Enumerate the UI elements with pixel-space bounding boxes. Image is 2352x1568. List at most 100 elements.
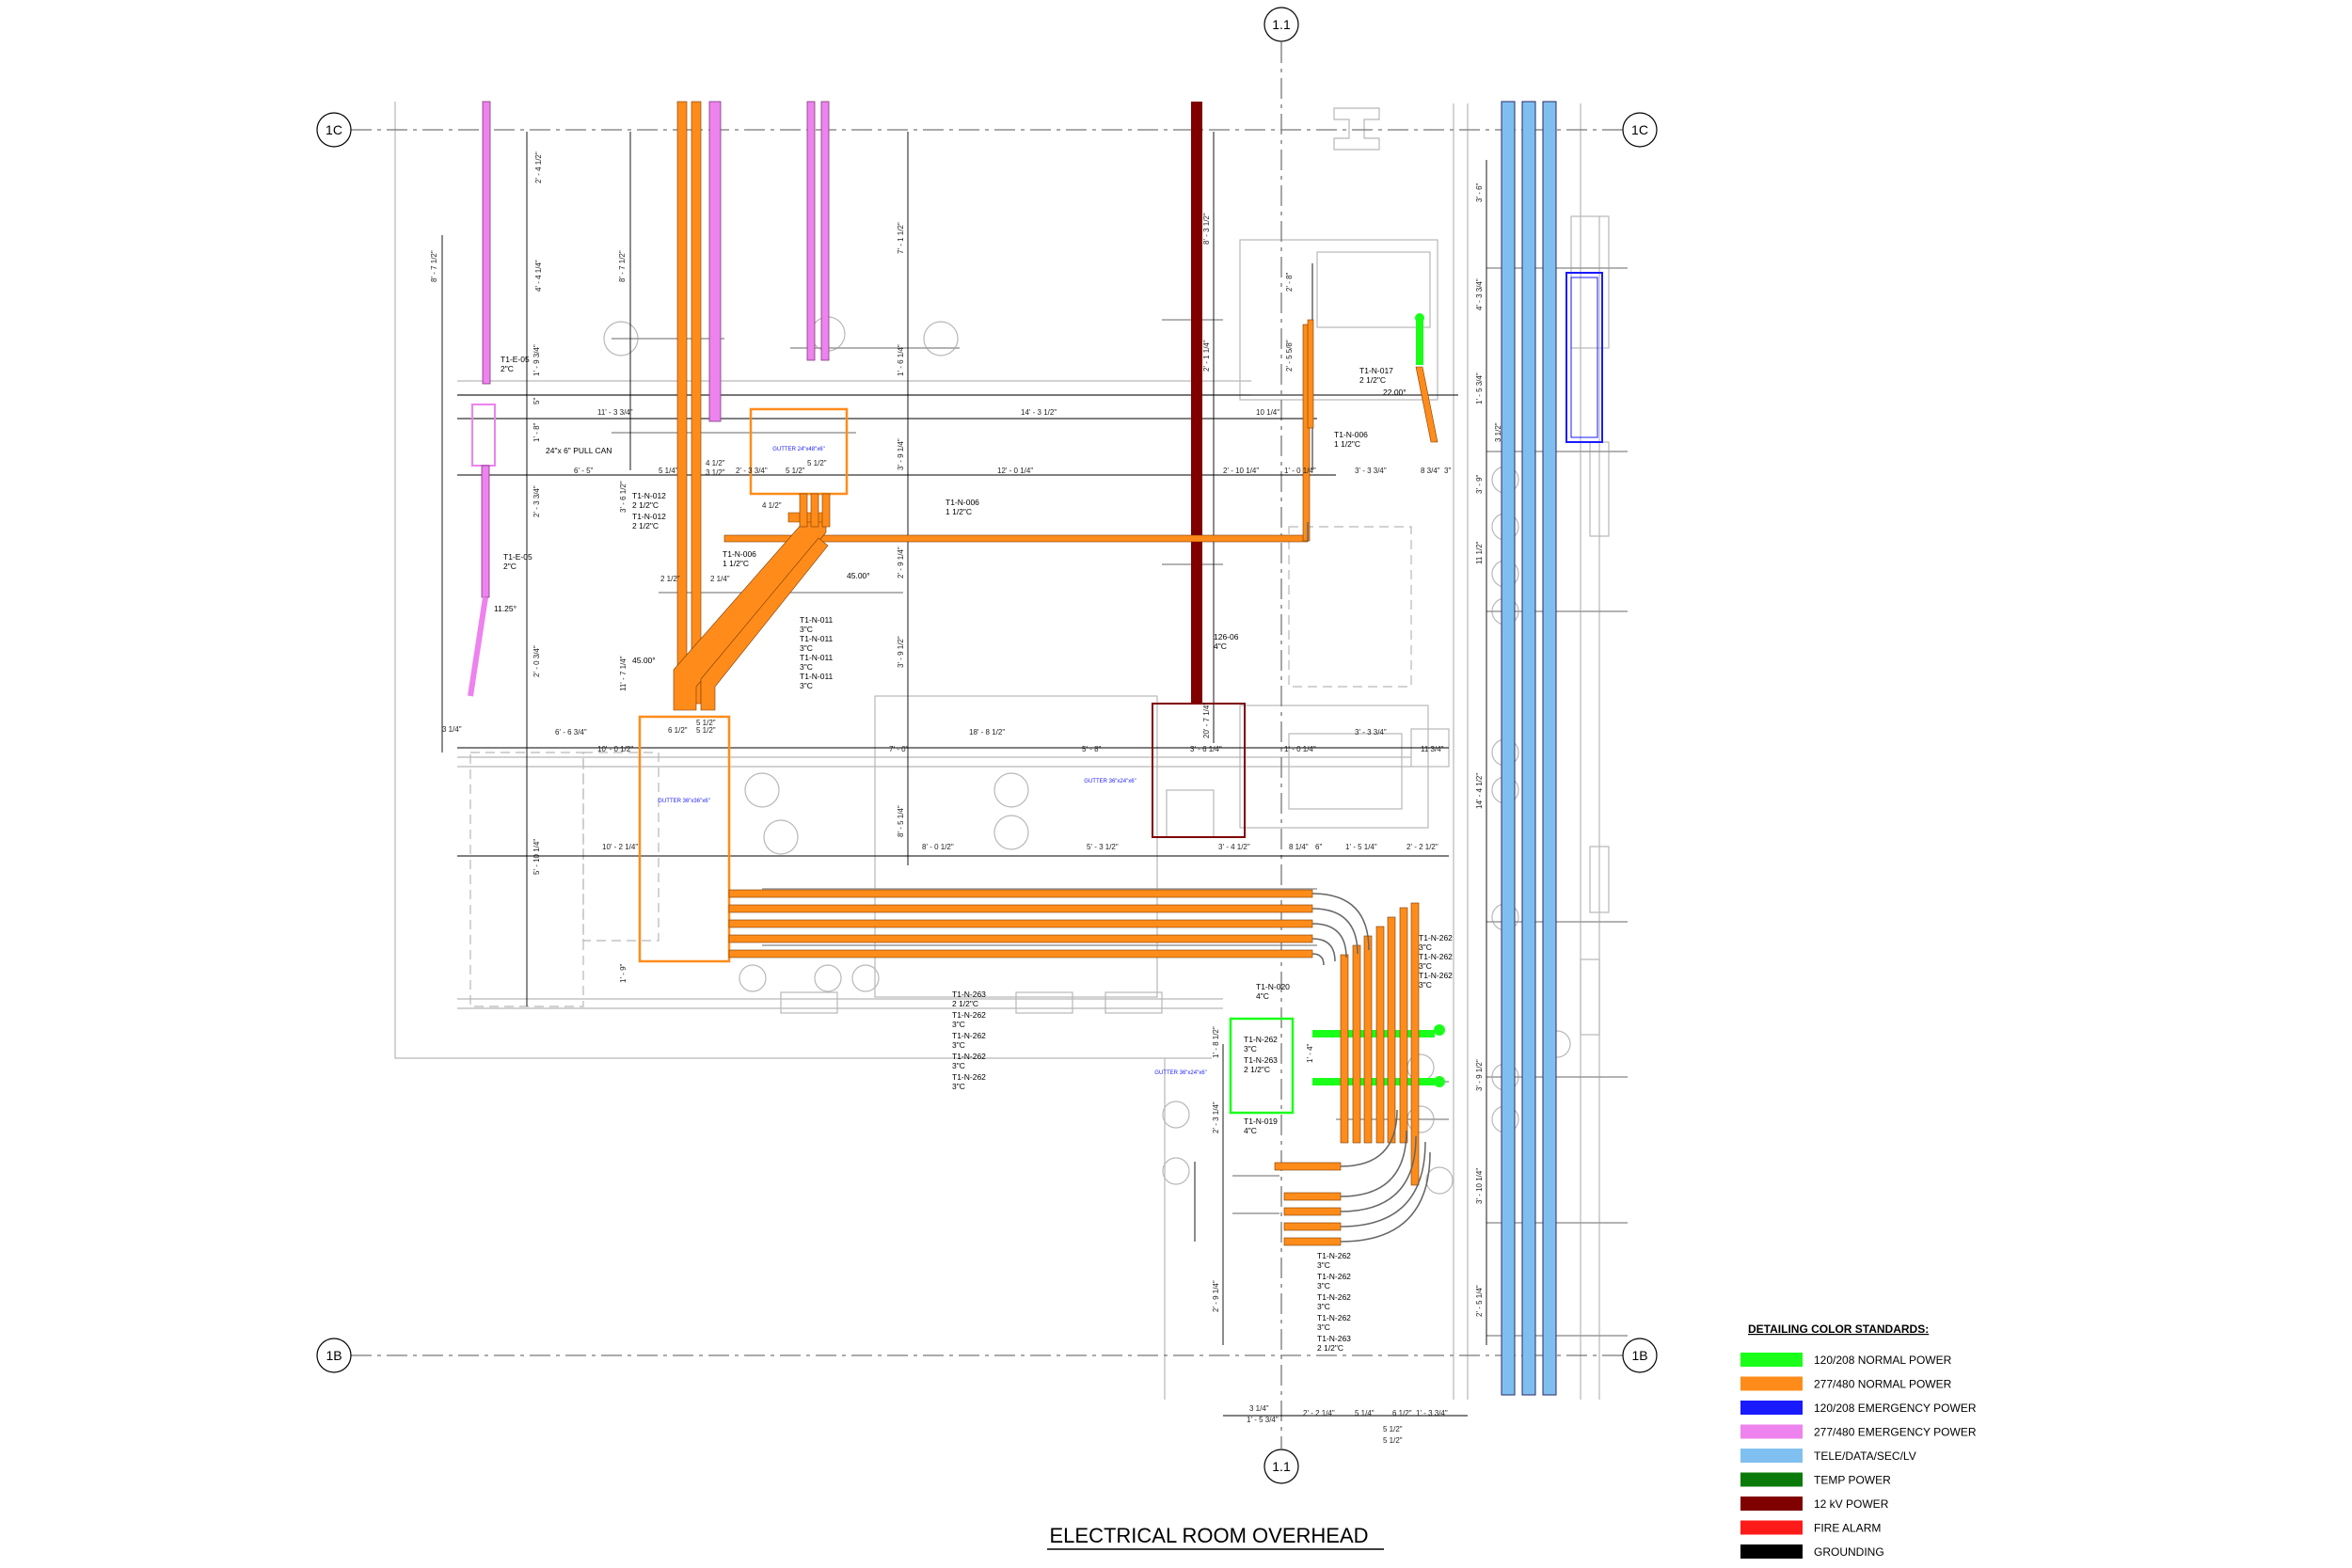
legend-label: FIRE ALARM [1814, 1522, 1881, 1535]
dim-s-2: 4 1/2" [706, 459, 725, 467]
legend-item: 120/208 NORMAL POWER [1740, 1353, 1952, 1367]
tag-bot-7: T1-N-262 [1317, 1313, 1351, 1323]
legend-item: TEMP POWER [1740, 1472, 1891, 1487]
dim-c4-0: 7' - 1 1/2" [897, 222, 905, 254]
tag-pull-can: 24"x 6" PULL CAN [546, 446, 612, 455]
dim-h2-8: 8 3/4" [1421, 467, 1440, 475]
tag-green-2: 3"C [1244, 1044, 1257, 1053]
dim-hb-3: 5 1/4" [1355, 1409, 1375, 1418]
dim-h4-4: 8 1/4" [1289, 843, 1309, 851]
dim-h2-1: 5 1/4" [659, 467, 678, 475]
dim-vl-4: 2' - 3 3/4" [532, 485, 541, 517]
dim-vr-0: 3' - 6" [1475, 182, 1484, 202]
tag-12606-1: 126-06 [1214, 632, 1239, 641]
legend-swatch [1740, 1472, 1803, 1487]
12kv-conduit [1152, 102, 1246, 838]
tag-angle-45a: 45.00° [847, 571, 870, 580]
tag-t1n011-7: T1-N-011 [800, 672, 834, 681]
dim-c2-2: 3' - 6 1/2" [619, 481, 628, 513]
conduit-tags: T1-E-05 2"C 24"x 6" PULL CAN T1-E-05 2"C… [494, 355, 1453, 1353]
dim-c4-5: 8' - 5 1/4" [897, 805, 905, 837]
tag-t1n011-2: 3"C [800, 625, 813, 634]
dim-vl-0: 8' - 7 1/2" [430, 250, 438, 282]
grid-bubble-1b-left: 1B [316, 1338, 352, 1373]
dim-vl-7: 1' - 9" [619, 963, 628, 983]
normal-277-480-conduits [638, 101, 1438, 1246]
tag-t1n011-8: 3"C [800, 681, 813, 690]
dim-vr-6: 3' - 9 1/2" [1475, 1059, 1484, 1091]
dim-h2-4: 12' - 0 1/4" [997, 467, 1033, 475]
tag-t1n262-r-4: 3"C [1419, 961, 1432, 971]
tag-bot-9: T1-N-263 [1317, 1334, 1351, 1343]
drawing-title: ELECTRICAL ROOM OVERHEAD [1047, 1524, 1384, 1550]
tag-t1n011-1: T1-N-011 [800, 615, 834, 625]
dim-s-3: 3 1/2" [706, 468, 725, 477]
tag-bot-10: 2 1/2"C [1317, 1343, 1343, 1353]
tag-mid-6: 3"C [952, 1040, 965, 1050]
tag-t1n011-5: T1-N-011 [800, 653, 834, 662]
dim-h4-7: 2' - 2 1/2" [1406, 843, 1438, 851]
legend-item: GROUNDING [1740, 1544, 1884, 1559]
legend-item: TELE/DATA/SEC/LV [1740, 1449, 1916, 1463]
dim-c2-3: 11' - 7 1/4" [619, 656, 628, 691]
tag-12606-2: 4"C [1214, 641, 1227, 651]
legend-swatch [1740, 1424, 1803, 1439]
dim-vr-7: 3' - 10 1/4" [1475, 1168, 1484, 1204]
dim-s-0: 2 1/2" [660, 575, 680, 583]
dim-h3-3: 7' - 0" [889, 745, 909, 753]
tag-green-4: 2 1/2"C [1244, 1065, 1270, 1074]
dim-hb-2: 2' - 2 1/4" [1303, 1409, 1335, 1418]
grid-label: 1.1 [1272, 17, 1291, 32]
normal-120-208-conduits [1229, 313, 1445, 1115]
dim-c6-0: 2' - 8" [1285, 272, 1294, 292]
tag-bot-5: T1-N-262 [1317, 1292, 1351, 1302]
dim-h3-6: 3' - 6 1/4" [1190, 745, 1222, 753]
tag-t1n262-r-6: 3"C [1419, 980, 1432, 990]
gutter-left-label: GUTTER 36"x36"x6" [658, 799, 709, 804]
tag-mid-3: T1-N-262 [952, 1010, 986, 1020]
dim-h3-7: 1' - 0 1/4" [1284, 745, 1316, 753]
dim-vr-4: 11 1/2" [1475, 541, 1484, 564]
dim-vr-1: 4' - 3 3/4" [1475, 278, 1484, 310]
tag-t1n006-diag-2: 1 1/2"C [723, 559, 749, 568]
tag-mid-8: 3"C [952, 1061, 965, 1070]
dim-h3-8: 3' - 3 3/4" [1355, 728, 1387, 736]
legend-swatch [1740, 1497, 1803, 1511]
tag-t1n017-1: T1-N-017 [1359, 366, 1393, 375]
dim-h2-6: 1' - 0 1/4" [1284, 467, 1316, 475]
tag-t1n019-1: T1-N-019 [1244, 1117, 1278, 1126]
drawing-title-text: ELECTRICAL ROOM OVERHEAD [1049, 1524, 1368, 1547]
dim-vr-9: 3 1/2" [1494, 422, 1502, 442]
grid-bubble-1c-right: 1C [1622, 112, 1658, 148]
tag-t1n019-2: 4"C [1244, 1126, 1257, 1135]
tag-t1n262-r-2: 3"C [1419, 942, 1432, 952]
legend-label: 277/480 NORMAL POWER [1814, 1378, 1952, 1391]
dim-vl-5: 2' - 0 3/4" [532, 645, 541, 677]
tag-t1n006-diag-1: T1-N-006 [723, 549, 756, 559]
legend-title: DETAILING COLOR STANDARDS: [1748, 1323, 1929, 1336]
tag-t1n011-3: T1-N-011 [800, 634, 834, 643]
dim-c2-0: 2' - 4 1/2" [534, 151, 543, 183]
dim-vl-3: 1' - 8" [532, 422, 541, 442]
tag-t1e05-top-2: 2"C [501, 364, 514, 373]
tag-bot-4: 3"C [1317, 1281, 1330, 1291]
legend-label: 120/208 EMERGENCY POWER [1814, 1402, 1977, 1415]
dim-lo-3: 1' - 4" [1306, 1043, 1314, 1063]
dim-hb-1: 1' - 5 3/4" [1247, 1416, 1279, 1424]
dim-h3-1: 6' - 6 3/4" [555, 728, 587, 736]
grid-label: 1C [1631, 122, 1648, 137]
tag-mid-7: T1-N-262 [952, 1052, 986, 1061]
dim-c3-0: 8' - 7 1/2" [618, 250, 627, 282]
tag-t1n012-3: T1-N-012 [632, 512, 666, 521]
tag-bot-3: T1-N-262 [1317, 1272, 1351, 1281]
dim-h2-9: 3" [1444, 467, 1451, 475]
small-dimension-texts: 2 1/2" 2 1/4" 4 1/2" 3 1/2" 5 1/2" 4 1/2… [660, 459, 827, 735]
dim-h2-7: 3' - 3 3/4" [1355, 467, 1387, 475]
dim-h3-0: 3 1/4" [442, 725, 462, 734]
dim-c5-2: 20' - 7 1/4" [1202, 703, 1211, 738]
dim-h4-1: 8' - 0 1/2" [922, 843, 954, 851]
conduit-bends [1307, 522, 1431, 1243]
dim-hb-7: 5 1/2" [1383, 1436, 1403, 1445]
dim-hb-5: 1' - 3 3/4" [1416, 1409, 1448, 1418]
dim-h4-3: 3' - 4 1/2" [1218, 843, 1250, 851]
